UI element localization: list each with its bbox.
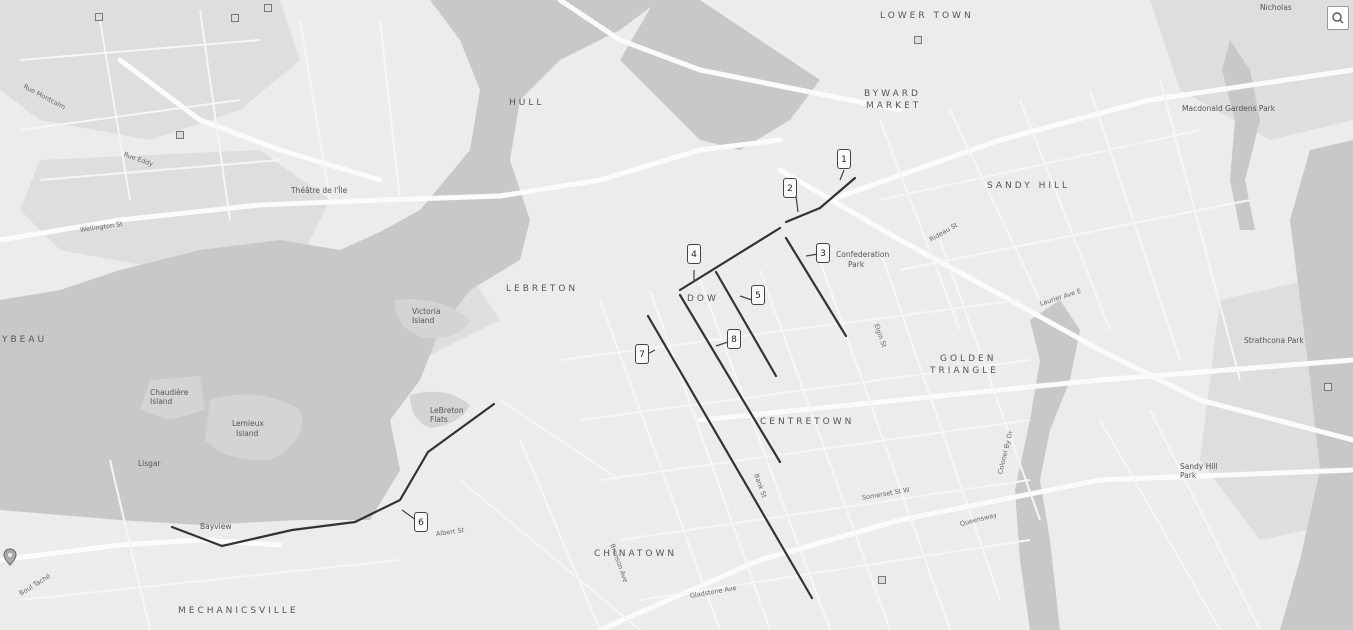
district-byward: BYWARD xyxy=(864,89,921,99)
poi-icon xyxy=(95,13,103,21)
route-marker-4[interactable]: 4 xyxy=(687,244,701,264)
place-bayview: Bayview xyxy=(200,522,232,531)
place-lemieux-island: Island xyxy=(236,429,259,438)
route-marker-8[interactable]: 8 xyxy=(727,329,741,349)
district-triangle: TRIANGLE xyxy=(930,366,999,376)
poi-icon xyxy=(914,36,922,44)
route-7 xyxy=(646,314,814,600)
route-marker-2[interactable]: 2 xyxy=(783,178,797,198)
place-strathcona: Strathcona Park xyxy=(1244,336,1304,345)
place-lemieux: Lemieux xyxy=(232,419,264,428)
poi-icon xyxy=(231,14,239,22)
route-2 xyxy=(784,206,822,224)
place-lebreton-flats: LeBreton Flats xyxy=(430,406,464,424)
islands xyxy=(140,299,470,461)
route-3 xyxy=(784,236,848,338)
route-1 xyxy=(818,176,857,210)
district-chinatown: CHINATOWN xyxy=(594,549,678,559)
district-downtown: DOW xyxy=(687,294,719,304)
route-marker-3[interactable]: 3 xyxy=(816,243,830,263)
place-sandy-hill-park: Sandy Hill Park xyxy=(1180,462,1218,480)
place-confederation: Confederation xyxy=(836,250,890,259)
poi-icon xyxy=(264,4,272,12)
district-breau: YBEAU xyxy=(2,335,48,345)
poi-icon xyxy=(1324,383,1332,391)
place-macdonald: Macdonald Gardens Park xyxy=(1182,104,1276,113)
district-golden: GOLDEN xyxy=(940,354,997,364)
district-sandy-hill: SANDY HILL xyxy=(987,181,1071,191)
district-centretown: CENTRETOWN xyxy=(760,417,855,427)
poi-icon xyxy=(176,131,184,139)
poi-icon xyxy=(878,576,886,584)
district-hull: HULL xyxy=(509,98,545,108)
route-5 xyxy=(714,270,778,378)
zoom-control[interactable] xyxy=(1327,6,1349,30)
place-nicholas: Nicholas xyxy=(1260,3,1292,12)
district-lebreton: LEBRETON xyxy=(506,284,579,294)
route-marker-5[interactable]: 5 xyxy=(751,285,765,305)
location-pin-icon[interactable] xyxy=(3,548,17,566)
place-confederation-park: Park xyxy=(848,260,865,269)
route-8 xyxy=(678,293,782,464)
district-market: MARKET xyxy=(866,101,922,111)
place-theatre: Théâtre de l'Île xyxy=(291,186,348,195)
route-lines xyxy=(170,176,857,600)
search-icon xyxy=(1332,12,1344,24)
place-lisgar: Lisgar xyxy=(138,459,161,468)
district-mechanicsville: MECHANICSVILLE xyxy=(178,606,299,616)
minor-streets xyxy=(19,9,1261,630)
route-6 xyxy=(170,402,496,548)
place-victoria: Victoria Island xyxy=(412,307,441,325)
route-marker-6[interactable]: 6 xyxy=(414,512,428,532)
route-marker-7[interactable]: 7 xyxy=(635,344,649,364)
place-chaudiere: Chaudière Island xyxy=(150,388,189,406)
district-lower-town: LOWER TOWN xyxy=(880,11,974,21)
route-marker-1[interactable]: 1 xyxy=(837,149,851,169)
route-4 xyxy=(678,226,782,292)
